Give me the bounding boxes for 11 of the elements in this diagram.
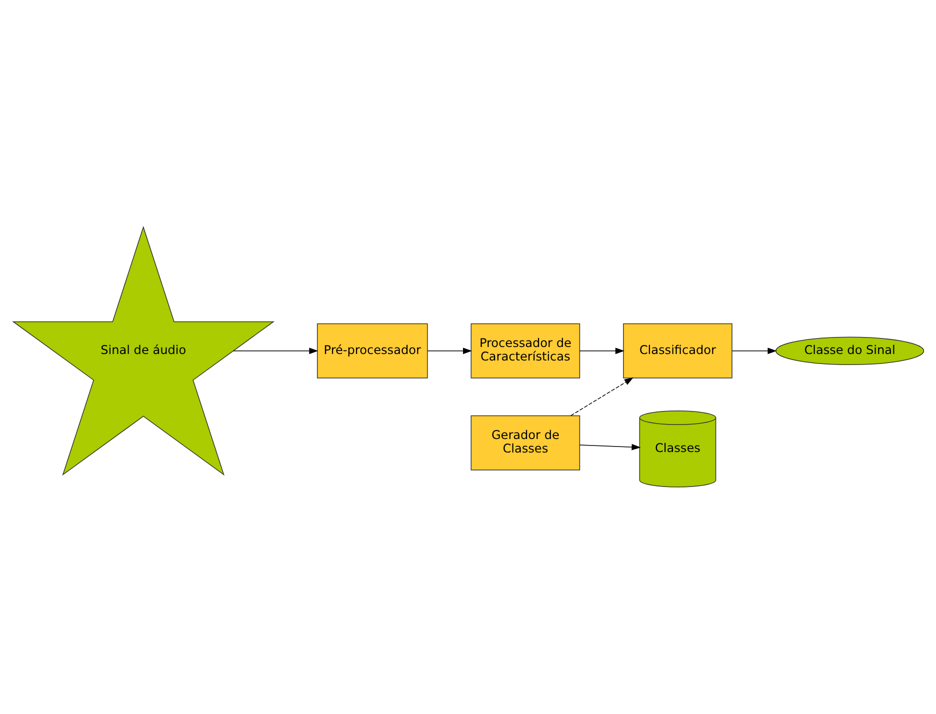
node-ellipse: Classe do Sinal — [775, 336, 924, 366]
arrow — [232, 348, 318, 354]
arrow — [426, 348, 472, 354]
node-box: Pré-processador — [316, 323, 428, 378]
arrow — [731, 348, 776, 354]
arrow — [578, 444, 640, 450]
node-box: Gerador de Classes — [470, 415, 580, 470]
arrow — [570, 377, 633, 416]
node-box: Processador de Características — [470, 323, 580, 378]
node-box: Classificador — [622, 323, 732, 378]
arrow — [578, 348, 624, 354]
